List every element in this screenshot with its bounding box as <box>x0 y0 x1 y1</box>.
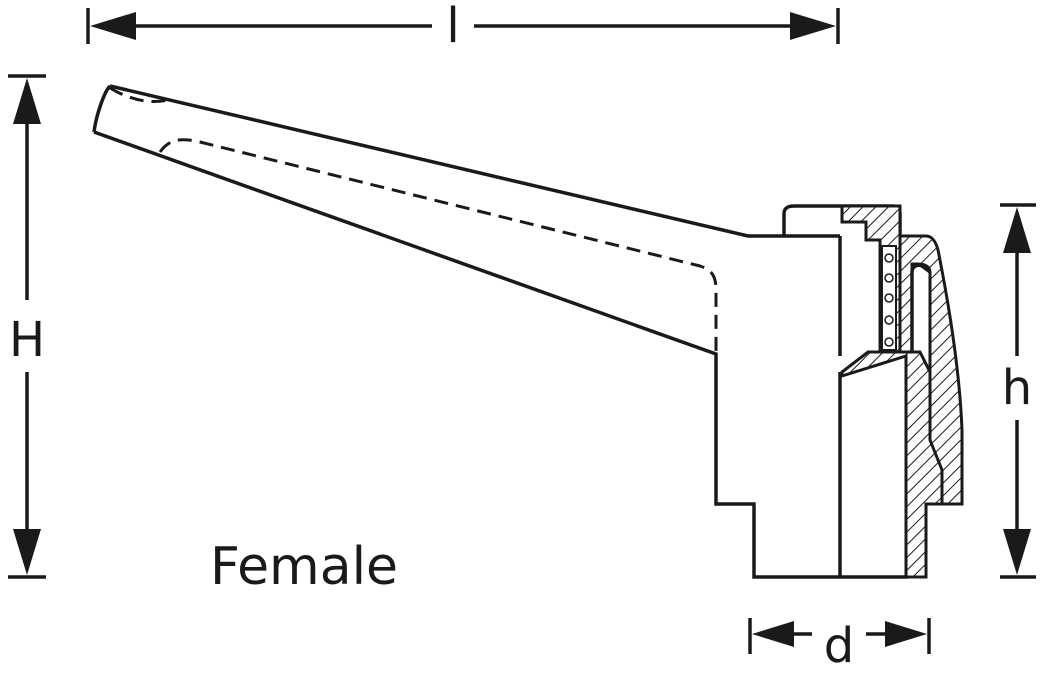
arrow-left-icon <box>752 621 794 647</box>
dimension-l: l <box>86 0 840 54</box>
arrow-up-icon <box>13 78 41 124</box>
caption-label: Female <box>210 537 398 597</box>
dimension-d: d <box>748 618 931 674</box>
arrow-up-icon <box>1003 207 1031 253</box>
arrow-left-icon <box>90 12 136 40</box>
housing-slot <box>910 263 932 352</box>
lever-arm-upper-edge <box>109 84 840 238</box>
lever-tip <box>92 84 112 133</box>
dimension-H: H <box>8 74 46 579</box>
arrow-down-icon <box>13 529 41 575</box>
arrow-right-icon <box>790 12 836 40</box>
dim-H-label: H <box>9 312 45 368</box>
base-flange-section <box>840 350 944 579</box>
dimension-h: h <box>1000 203 1036 579</box>
arrow-down-icon <box>1003 529 1031 575</box>
lever-body <box>92 84 908 579</box>
lever-arm-lower-edge <box>93 130 908 579</box>
arrow-right-icon <box>885 621 927 647</box>
dim-d-label: d <box>824 618 854 674</box>
spring-icon <box>881 245 897 351</box>
dim-h-label: h <box>1002 360 1032 416</box>
hub-cross-section <box>840 204 964 579</box>
outer-housing-section <box>898 234 964 506</box>
lever-hidden-line <box>109 86 718 354</box>
dim-l-label: l <box>446 0 459 54</box>
